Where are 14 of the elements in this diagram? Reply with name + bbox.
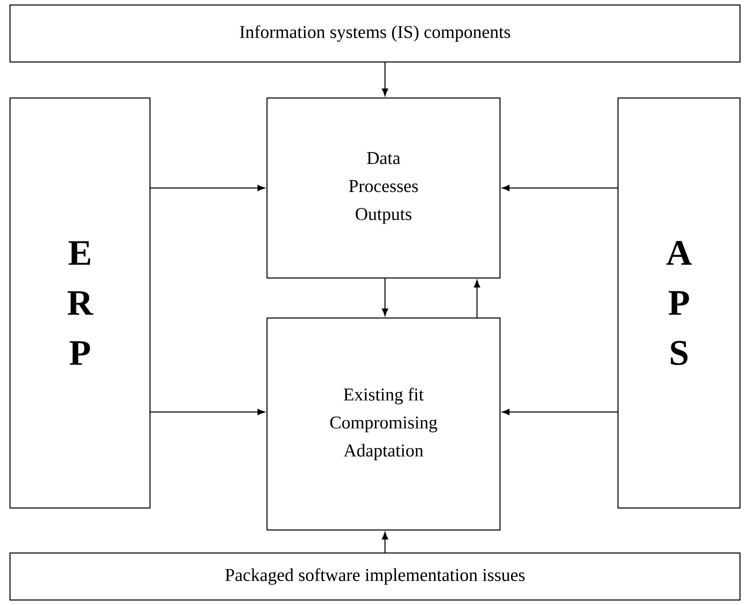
label-box: Packaged software implementation issues bbox=[10, 552, 740, 600]
process-box: Existing fit Compromising Adaptation bbox=[266, 318, 500, 530]
side-box: A P S bbox=[618, 98, 740, 508]
process-box: Data Processes Outputs bbox=[266, 98, 500, 278]
arrow bbox=[382, 532, 388, 553]
arrow bbox=[474, 280, 480, 318]
arrow bbox=[382, 62, 388, 96]
arrow bbox=[502, 184, 618, 192]
arrow bbox=[150, 184, 266, 192]
label-box: Information systems (IS) components bbox=[10, 4, 740, 62]
arrow bbox=[382, 278, 388, 316]
arrow bbox=[150, 408, 266, 416]
arrow bbox=[502, 408, 618, 416]
side-box: E R P bbox=[10, 98, 150, 508]
